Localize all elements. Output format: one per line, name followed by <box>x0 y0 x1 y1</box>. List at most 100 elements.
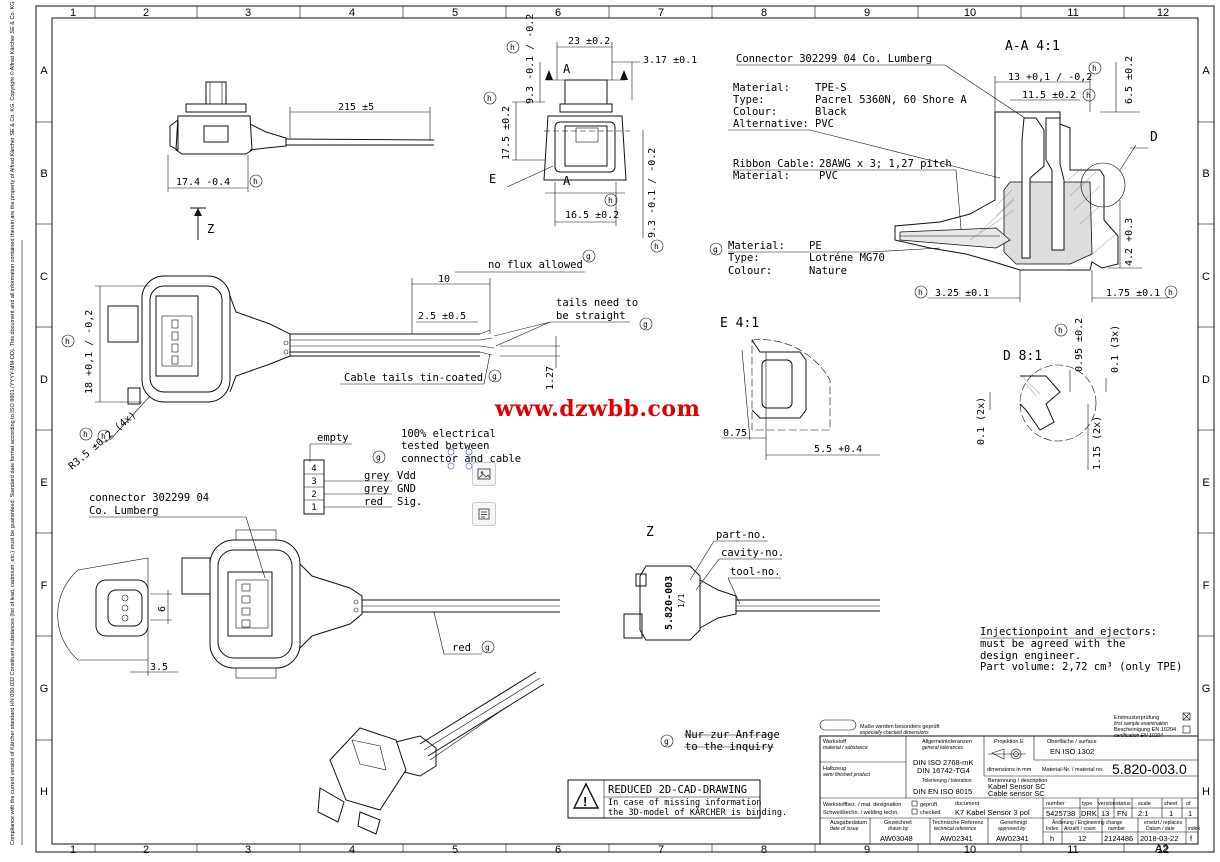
wire-color: grey <box>364 470 389 482</box>
view-z-label: Z <box>207 222 214 236</box>
svg-text:h: h <box>65 337 70 346</box>
dim-35: 3.5 <box>150 662 168 673</box>
row-grid <box>36 121 1214 741</box>
col-label: 11 <box>1067 7 1078 19</box>
row-label: B <box>1202 168 1209 180</box>
tb-index-label: Index <box>1046 826 1059 832</box>
tb-count: 12 <box>1078 834 1086 843</box>
tb-surface: Oberfläche / surface <box>1047 739 1097 745</box>
z-view-2: Z 5.820-003 1/1 part-no. cavity-no. tool… <box>623 525 880 641</box>
tb-tolerierung: Tolerierung / toleration <box>922 778 972 784</box>
dim-23: 23 ±0.2 <box>568 36 610 47</box>
dim-55: 5.5 +0.4 <box>814 444 862 455</box>
tb-change-no: 2124486 <box>1104 834 1133 843</box>
tin-note: Cable tails tin-coated <box>344 372 483 384</box>
tb-halbzeug2: semi finished product <box>823 772 871 778</box>
mat-val: Pacrel 5360N, 60 Shore A <box>815 94 967 106</box>
inj-title: Injectionpoint and ejectors: <box>980 626 1157 638</box>
tb-iso4: EN ISO 1302 <box>1050 747 1094 756</box>
crop-button[interactable] <box>472 502 496 526</box>
dim-width: 17.4 -0.4 <box>176 177 230 188</box>
svg-text:g: g <box>664 737 669 746</box>
tb-genehmigt2: approved by <box>998 826 1026 832</box>
dim-317: 3.17 ±0.1 <box>643 55 697 66</box>
watermark-text: www.dzwbb.com <box>495 396 701 422</box>
side-note-text: Compliance with the current version of K… <box>9 1 16 845</box>
dim-42: 4.2 +0.3 <box>1124 218 1135 266</box>
pinout: empty 4 3 2 1 grey Vdd grey GND red Sig.… <box>303 428 521 515</box>
tb-col: number <box>1046 801 1065 807</box>
part-stamp: 5.820-003 <box>664 576 675 630</box>
section-a-bottom: A <box>563 174 571 188</box>
tb-val: 13 <box>1101 809 1109 818</box>
tb-iso2: DIN 16742-TG4 <box>917 766 970 775</box>
pe-key: Colour: <box>728 265 772 277</box>
svg-text:g: g <box>492 372 497 381</box>
col-label: 9 <box>864 7 870 19</box>
test-note-2: tested between <box>401 440 490 452</box>
tb-first-sample2: first sample examination <box>1114 721 1168 727</box>
inj-note-1: must be agreed with the <box>980 638 1125 650</box>
tb-first-sample: Erstmusterprüfung <box>1114 715 1159 721</box>
col-label: 2 <box>143 7 149 19</box>
svg-text:h: h <box>654 242 659 251</box>
pin-number: 4 <box>311 464 316 474</box>
connector-bottom-2: Co. Lumberg <box>89 505 159 517</box>
image-edit-button[interactable] <box>472 462 496 486</box>
tb-index2: index <box>1188 826 1200 832</box>
column-labels: 1 2 3 4 5 6 7 8 9 10 11 12 <box>70 7 1169 19</box>
cavity-no-note: cavity-no. <box>721 547 784 559</box>
ribbon-val: PVC <box>819 170 838 182</box>
tb-ausgabe: Ausgabedatum <box>830 820 867 826</box>
tb-iso1: DIN ISO 2768-mK <box>913 758 973 767</box>
col-label: 2 <box>143 844 149 856</box>
section-aa-title: A-A 4:1 <box>1005 39 1060 54</box>
dim-13: 13 +0,1 / -0,2 <box>1008 72 1092 83</box>
tb-val: 5425738 <box>1046 809 1075 818</box>
mat-key: Colour: <box>733 106 777 118</box>
row-label: C <box>1202 271 1210 283</box>
svg-text:h: h <box>83 430 88 439</box>
tb-val: DRK <box>1081 809 1097 818</box>
col-label: 12 <box>1157 844 1169 856</box>
col-label: 11 <box>1067 844 1078 856</box>
crop-icon <box>478 508 490 520</box>
tb-document: K7 Kabel Sensor 3 pol <box>955 808 1030 817</box>
dim-01-3x: 0.1 (3x) <box>1110 325 1121 373</box>
svg-text:g: g <box>586 252 591 261</box>
row-label: C <box>40 271 48 283</box>
tb-allg-tol: Allgemeintoleranzen <box>922 739 972 745</box>
pe-val: Lotréne MG70 <box>809 252 885 264</box>
tb-gezeichnet: Gezeichnet <box>884 820 912 826</box>
row-label: G <box>1202 683 1211 695</box>
tb-ersetzt: ersetzt / replaces <box>1144 820 1183 826</box>
tb-ausgabe2: date of issue <box>830 826 859 832</box>
mat-key: Material: <box>733 82 790 94</box>
svg-text:h: h <box>1168 288 1173 297</box>
wire-signal: GND <box>397 483 416 495</box>
col-label: 5 <box>452 844 458 856</box>
section-a-a: A-A 4:1 Connector 302299 04 Co. Lumberg … <box>709 39 1178 302</box>
pe-val: Nature <box>809 265 847 277</box>
row-label: E <box>40 477 47 489</box>
dim-115: 11.5 ±0.2 <box>1022 90 1076 101</box>
row-label: D <box>40 374 48 386</box>
no-flux-note: no flux allowed <box>488 259 583 271</box>
volume-note: Part volume: 2,72 cm³ (only TPE) <box>980 661 1182 673</box>
tb-gezeichnet2: drawn by <box>888 826 909 832</box>
col-label: 7 <box>658 844 664 856</box>
dim-165: 16.5 ±0.2 <box>565 210 619 221</box>
row-label: F <box>1203 580 1210 592</box>
pin-number: 2 <box>311 490 316 500</box>
tb-col: type <box>1082 801 1092 807</box>
column-grid <box>94 6 1125 852</box>
front-view: A A E 23 ±0.2 3.17 ±0.1 h 9.3 -0.1 / -0.… <box>483 14 697 253</box>
dim-325: 3.25 ±0.1 <box>935 288 989 299</box>
tb-halbzeug: Halbzeug <box>823 766 846 772</box>
col-label: 6 <box>555 7 561 19</box>
tb-projection: Projektion E <box>994 739 1024 745</box>
tool-no-note: tool-no. <box>730 566 781 578</box>
ribbon-key: Material: <box>733 170 790 182</box>
row-label: H <box>1202 786 1210 798</box>
tb-techref2: technical reference <box>934 826 976 832</box>
